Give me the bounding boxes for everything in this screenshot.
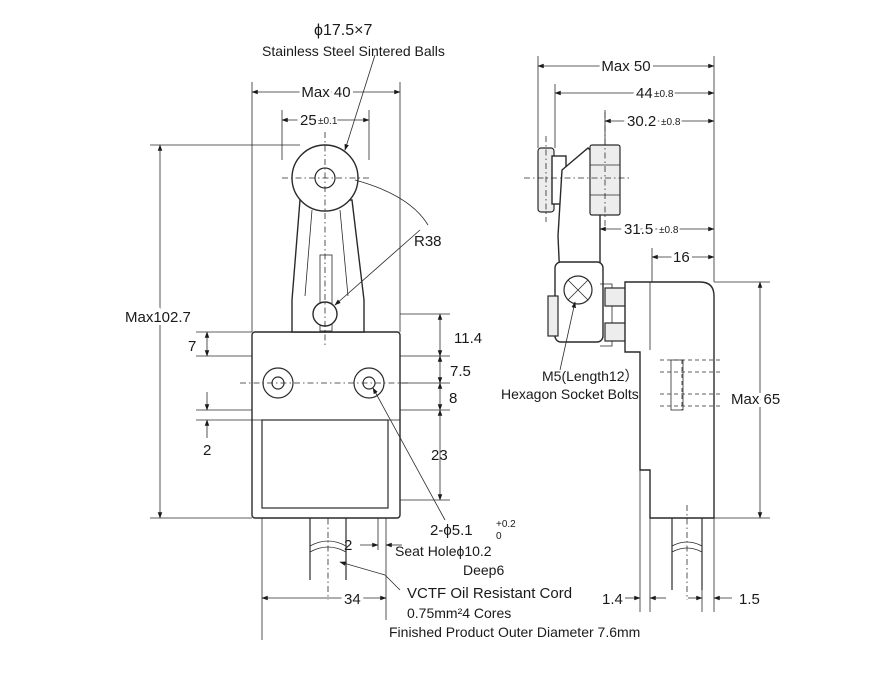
- side-hub-bolt: [547, 261, 628, 347]
- dim-30-2-label: 30.2: [627, 113, 656, 130]
- hole-spec-label: 2-ϕ5.1: [430, 522, 473, 539]
- side-labels: Max 50 44 ±0.8 30.2 ±0.8 31.5 ±0.8 16 Ma…: [501, 55, 783, 608]
- front-mounting-holes: [240, 367, 410, 399]
- tol-08-label-2: ±0.8: [661, 117, 681, 128]
- front-extension-lines: [150, 82, 450, 640]
- dim-2-cord-label: 2: [344, 537, 352, 554]
- front-view: ϕ17.5×7 Stainless Steel Sintered Balls M…: [122, 22, 640, 640]
- dim-44-label: 44: [636, 85, 653, 102]
- dim-34-label: 34: [344, 591, 361, 608]
- dim-23-label: 23: [431, 447, 448, 464]
- cord-type-label: VCTF Oil Resistant Cord: [407, 585, 572, 602]
- dim-7-label: 7: [188, 338, 196, 355]
- hole-tol-zero-label: 0: [496, 531, 502, 542]
- front-cable: [309, 505, 347, 600]
- tol-08-label-1: ±0.8: [654, 89, 674, 100]
- side-dimension-lines: [537, 63, 763, 601]
- tol-01-label: ±0.1: [318, 116, 338, 127]
- bolt-spec-label: M5(Length12）: [542, 368, 639, 384]
- dim-8-label: 8: [449, 390, 457, 407]
- side-cable: [671, 505, 703, 600]
- front-lever-roller: [282, 132, 429, 345]
- max-50-label: Max 50: [601, 58, 650, 75]
- max-65-label: Max 65: [731, 391, 780, 408]
- deep-label: Deep6: [463, 562, 504, 578]
- seat-hole-label: Seat Holeϕ10.2: [395, 543, 492, 559]
- side-roller: [524, 112, 632, 281]
- hole-tol-plus-label: +0.2: [496, 519, 516, 530]
- ball-spec-label: ϕ17.5×7: [314, 22, 372, 39]
- dim-31-5-label: 31.5: [624, 221, 653, 238]
- cord-diameter-label: Finished Product Outer Diameter 7.6mm: [389, 624, 640, 640]
- front-labels: ϕ17.5×7 Stainless Steel Sintered Balls M…: [122, 22, 640, 640]
- side-switch-body: [624, 281, 720, 519]
- dim-11-4-label: 11.4: [454, 330, 482, 347]
- cord-size-label: 0.75mm²4 Cores: [407, 605, 511, 621]
- dim-7-5-label: 7.5: [450, 363, 471, 380]
- max-height-label: Max102.7: [125, 309, 191, 326]
- front-switch-body: [251, 331, 401, 519]
- ball-material-label: Stainless Steel Sintered Balls: [262, 43, 445, 59]
- tol-08-label-3: ±0.8: [659, 225, 679, 236]
- dim-2-left-label: 2: [203, 442, 211, 459]
- side-view: Max 50 44 ±0.8 30.2 ±0.8 31.5 ±0.8 16 Ma…: [501, 55, 783, 612]
- dim-1-5-label: 1.5: [739, 591, 760, 608]
- width-25-label: 25: [300, 112, 317, 129]
- dim-1-4-label: 1.4: [602, 591, 623, 608]
- radius-label: R38: [414, 233, 442, 250]
- front-dimension-lines: [157, 54, 446, 601]
- bolt-type-label: Hexagon Socket Bolts: [501, 386, 639, 402]
- dim-16-label: 16: [673, 249, 690, 266]
- max-width-label: Max 40: [301, 84, 350, 101]
